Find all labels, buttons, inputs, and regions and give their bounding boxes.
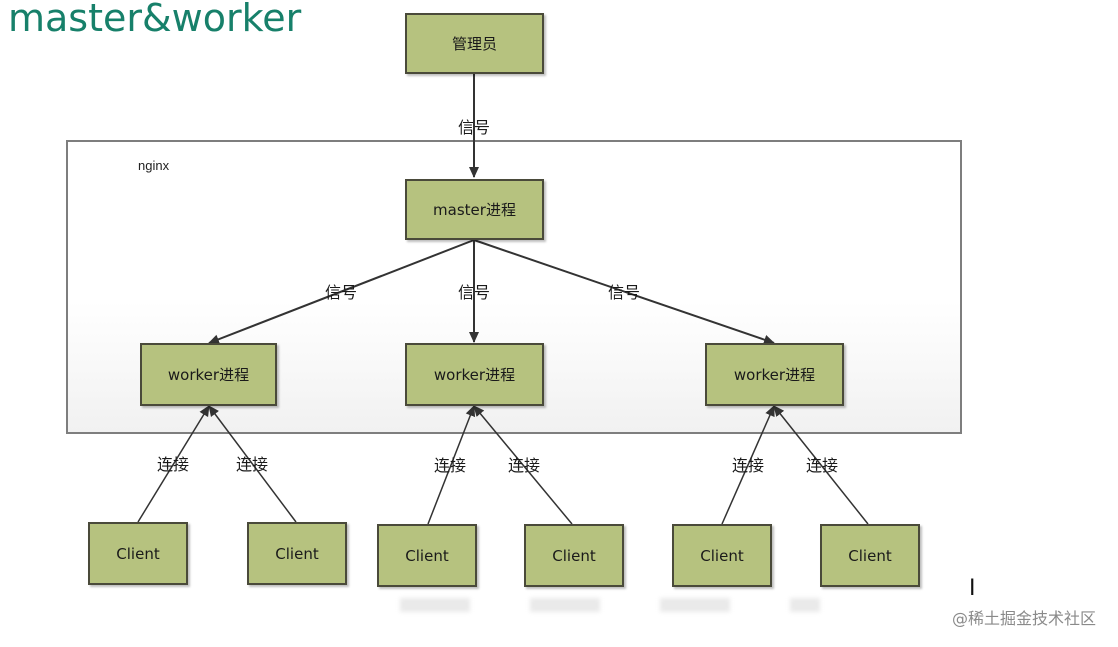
nginx-label: nginx: [138, 158, 170, 173]
edge-client-4-worker-2: [473, 405, 573, 525]
text-cursor: I: [969, 576, 976, 601]
worker-process-node-1: worker进程: [140, 343, 277, 406]
client-node-2: Client: [247, 522, 347, 585]
master-process-node: master进程: [405, 179, 544, 240]
edge-label-master-worker-3: 信号: [607, 283, 641, 302]
edge-label-client-4: 连接: [507, 456, 541, 475]
edge-label-client-2: 连接: [235, 455, 269, 474]
edge-client-1-worker-1: [137, 405, 210, 523]
diagram-title: master&worker: [8, 0, 302, 40]
client-node-6: Client: [820, 524, 920, 587]
edge-label-client-6: 连接: [805, 456, 839, 475]
client-node-1: Client: [88, 522, 188, 585]
watermark: @稀土掘金技术社区: [951, 609, 1096, 628]
edge-client-6-worker-3: [773, 405, 869, 525]
worker-process-node-2: worker进程: [405, 343, 544, 406]
edge-client-3-worker-2: [427, 405, 476, 525]
admin-node: 管理员: [405, 13, 544, 74]
blurred-strip: [400, 598, 820, 612]
client-node-3: Client: [377, 524, 477, 587]
edge-client-5-worker-3: [721, 405, 775, 525]
edge-label-client-5: 连接: [731, 456, 765, 475]
edge-label-admin-master: 信号: [457, 118, 491, 137]
edge-label-master-worker-2: 信号: [457, 283, 491, 302]
edge-label-client-3: 连接: [433, 456, 467, 475]
worker-process-node-3: worker进程: [705, 343, 844, 406]
edge-client-2-worker-1: [208, 405, 297, 523]
edge-master-worker-1: [208, 239, 475, 345]
client-node-4: Client: [524, 524, 624, 587]
edge-master-worker-3: [473, 239, 775, 345]
edge-label-client-1: 连接: [156, 455, 190, 474]
client-node-5: Client: [672, 524, 772, 587]
edge-label-master-worker-1: 信号: [324, 283, 358, 302]
